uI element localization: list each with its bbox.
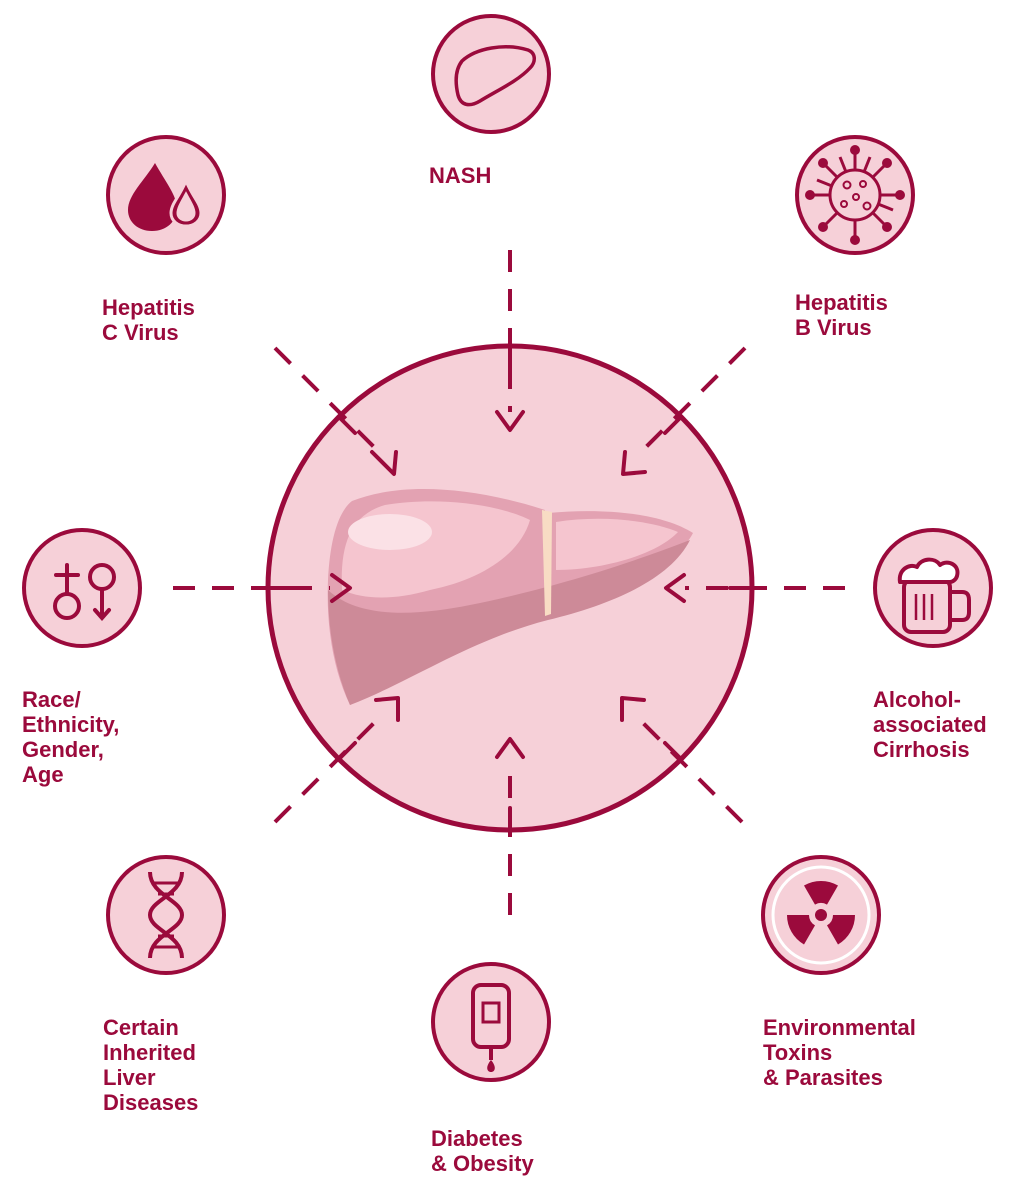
label-diabetes: Diabetes & Obesity xyxy=(431,1126,534,1176)
label-inherited-line-1: Certain xyxy=(103,1015,179,1040)
liver-outline-icon xyxy=(431,14,551,134)
arrow-inherited xyxy=(374,696,400,722)
radiation-blade-2 xyxy=(827,915,855,945)
label-hepatitis-c: Hepatitis C Virus xyxy=(102,295,195,345)
label-demographics-line-1: Race/ xyxy=(22,687,81,712)
label-demographics-line-4: Age xyxy=(22,762,64,787)
arrow-hcv xyxy=(370,450,398,476)
dna-icon xyxy=(106,855,226,975)
label-toxins-line-2: Toxins xyxy=(763,1040,833,1065)
label-hepatitis-b: Hepatitis B Virus xyxy=(795,290,888,340)
beer-mug-icon xyxy=(873,528,993,648)
label-toxins-line-1: Environmental xyxy=(763,1015,916,1040)
label-toxins-line-3: & Parasites xyxy=(763,1065,883,1090)
label-hepatitis-b-line-1: Hepatitis xyxy=(795,290,888,315)
arrow-toxins xyxy=(620,696,646,722)
connector-hbv xyxy=(636,346,747,457)
radiation-blade-1 xyxy=(804,881,838,905)
gender-symbols-icon xyxy=(22,528,142,648)
arrow-nash xyxy=(495,410,525,432)
label-inherited-line-4: Diseases xyxy=(103,1090,199,1115)
glucose-meter-icon xyxy=(431,962,551,1082)
connector-inherited xyxy=(273,713,384,824)
label-alcohol-line-3: Cirrhosis xyxy=(873,737,970,762)
virus-icon xyxy=(795,135,915,255)
label-diabetes-line-1: Diabetes xyxy=(431,1126,523,1151)
arrow-diabetes xyxy=(495,737,525,759)
label-hepatitis-b-line-2: B Virus xyxy=(795,315,872,340)
radiation-icon xyxy=(761,855,881,975)
label-inherited-line-2: Inherited xyxy=(103,1040,196,1065)
label-demographics-line-3: Gender, xyxy=(22,737,104,762)
label-hepatitis-c-line-1: Hepatitis xyxy=(102,295,195,320)
label-nash-line-1: NASH xyxy=(429,163,492,188)
arrowheads xyxy=(330,410,686,759)
connector-lines xyxy=(173,250,845,915)
label-nash: NASH xyxy=(429,163,491,188)
label-hepatitis-c-line-2: C Virus xyxy=(102,320,179,345)
label-demographics-line-2: Ethnicity, xyxy=(22,712,120,737)
arrow-hbv xyxy=(621,450,647,476)
label-toxins: Environmental Toxins & Parasites xyxy=(763,1015,916,1090)
label-alcohol: Alcohol- associated Cirrhosis xyxy=(873,687,987,762)
blood-drops-icon xyxy=(106,135,226,255)
label-inherited: Certain Inherited Liver Diseases xyxy=(103,1015,198,1115)
connector-toxins xyxy=(635,715,744,824)
connector-hcv xyxy=(273,346,384,457)
label-alcohol-line-2: associated xyxy=(873,712,987,737)
label-inherited-line-3: Liver xyxy=(103,1065,156,1090)
label-demographics: Race/ Ethnicity, Gender, Age xyxy=(22,687,119,787)
arrow-alcohol xyxy=(664,573,686,603)
label-alcohol-line-1: Alcohol- xyxy=(873,687,961,712)
radiation-blade-3 xyxy=(787,915,815,945)
liver-icon xyxy=(327,489,693,705)
label-diabetes-line-2: & Obesity xyxy=(431,1151,534,1176)
arrow-demographics xyxy=(330,573,352,603)
